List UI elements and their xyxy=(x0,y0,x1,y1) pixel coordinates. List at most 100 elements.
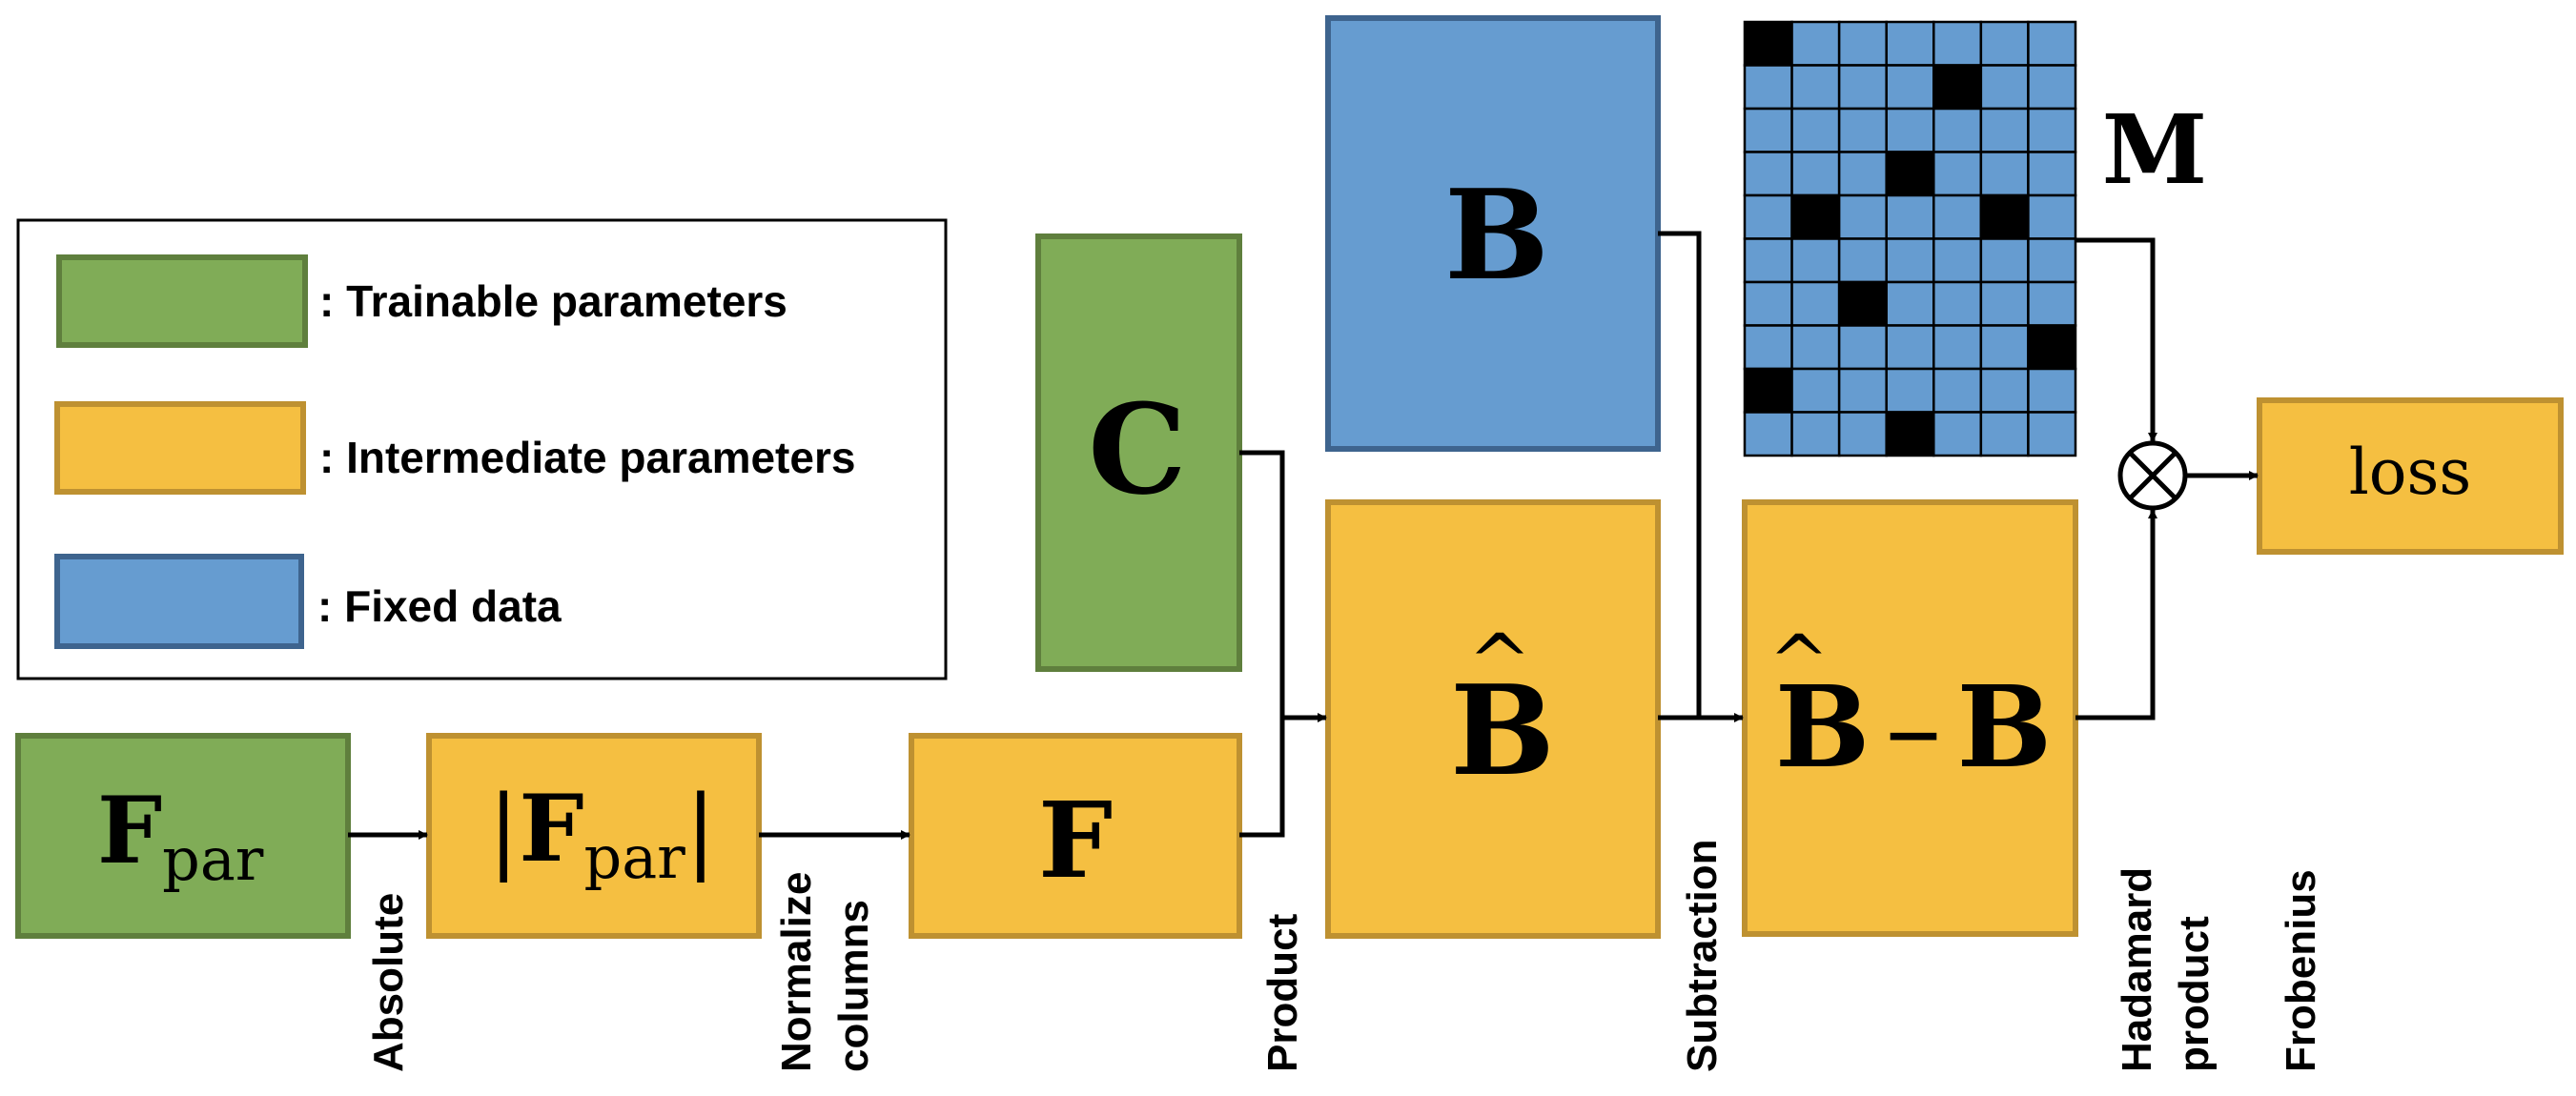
loss-label: loss xyxy=(2349,436,2472,509)
mask-cell xyxy=(1979,64,2030,111)
mask-cell xyxy=(1979,20,2030,67)
mask-cell xyxy=(1743,280,1793,327)
mask-cell xyxy=(2027,411,2077,457)
connector-c-to-product xyxy=(1239,450,1285,718)
op-label-normalize: Normalize xyxy=(773,872,820,1072)
mask-cell xyxy=(1743,151,1793,197)
mask-cell xyxy=(1743,411,1793,457)
mask-cell xyxy=(1743,324,1793,371)
mask-cell xyxy=(1932,193,1983,240)
bhat-label: B xyxy=(1450,658,1555,803)
f-label: F xyxy=(1038,779,1113,902)
mask-cell xyxy=(1932,324,1983,371)
legend-swatch-intermediate xyxy=(54,401,306,495)
mask-cell xyxy=(1885,20,1935,67)
mask-cell xyxy=(2027,367,2077,414)
op-label-product: Product xyxy=(1259,913,1306,1072)
loss-block xyxy=(2257,397,2564,555)
mask-cell xyxy=(1743,237,1793,284)
mask-cell xyxy=(1790,237,1841,284)
legend-label-fixed: : Fixed data xyxy=(317,581,562,631)
f-block xyxy=(909,733,1242,939)
mask-cell xyxy=(1790,20,1841,67)
mask-cell xyxy=(1743,64,1793,111)
mask-cell xyxy=(1979,280,2030,327)
mask-cell xyxy=(1979,411,2030,457)
b-block xyxy=(1325,15,1661,452)
mask-cell xyxy=(1932,280,1983,327)
mask-cell xyxy=(1932,367,1983,414)
mask-cell xyxy=(1790,64,1841,111)
mask-cell xyxy=(1932,20,1983,67)
legend-label-trainable: : Trainable parameters xyxy=(319,276,787,326)
legend-label-intermediate: : Intermediate parameters xyxy=(319,433,855,482)
mask-cell xyxy=(1932,411,1983,457)
mask-cell xyxy=(1885,107,1935,153)
diff-block xyxy=(1742,499,2078,937)
diff-hat-glyph: ^ xyxy=(1768,619,1830,703)
mask-cell xyxy=(1932,237,1983,284)
mask-cell xyxy=(1932,151,1983,197)
mask-cell xyxy=(1837,64,1888,111)
mask-cell xyxy=(2027,20,2077,67)
arrow-diff-to-hadamard xyxy=(2075,509,2157,721)
mask-cell xyxy=(1885,367,1935,414)
op-label-columns: columns xyxy=(830,900,877,1072)
diff-label: B–B xyxy=(1775,660,2053,793)
mask-cell xyxy=(1790,367,1841,414)
mask-cell xyxy=(1743,107,1793,153)
mask-cell xyxy=(1837,237,1888,284)
mask-cell xyxy=(1837,151,1888,197)
legend-swatch-trainable xyxy=(56,254,308,348)
mask-cell-masked xyxy=(1885,411,1935,457)
abs-fpar-label: |Fpar| xyxy=(488,775,716,892)
hadamard-cross-2 xyxy=(2128,451,2177,500)
op-label-frobenius: Frobenius xyxy=(2278,869,2324,1072)
mask-cell-masked xyxy=(1743,367,1793,414)
mask-grid xyxy=(1743,20,2077,457)
m-label: M xyxy=(2102,93,2208,206)
op-label-product-2: product xyxy=(2171,916,2218,1072)
mask-cell-masked xyxy=(2027,324,2077,371)
mask-cell xyxy=(2027,107,2077,153)
mask-cell-masked xyxy=(1932,64,1983,111)
mask-cell xyxy=(1885,237,1935,284)
mask-cell xyxy=(1837,324,1888,371)
op-label-absolute: Absolute xyxy=(365,893,412,1072)
op-label-subtraction: Subtraction xyxy=(1679,840,1726,1072)
mask-cell xyxy=(2027,193,2077,240)
mask-cell-masked xyxy=(1979,193,2030,240)
mask-cell xyxy=(2027,64,2077,111)
op-label-hadamard: Hadamard xyxy=(2114,867,2160,1072)
legend-swatch-fixed xyxy=(54,554,304,649)
mask-cell xyxy=(1979,324,2030,371)
mask-cell xyxy=(1885,324,1935,371)
mask-cell xyxy=(1837,411,1888,457)
mask-cell-masked xyxy=(1743,20,1793,67)
mask-cell xyxy=(1790,324,1841,371)
mask-cell xyxy=(1979,151,2030,197)
mask-cell xyxy=(1790,411,1841,457)
mask-cell xyxy=(1837,193,1888,240)
mask-cell xyxy=(1885,193,1935,240)
mask-cell xyxy=(1837,107,1888,153)
mask-cell xyxy=(1932,107,1983,153)
mask-cell xyxy=(2027,280,2077,327)
mask-cell xyxy=(1790,151,1841,197)
mask-cell xyxy=(1979,367,2030,414)
mask-cell xyxy=(1979,107,2030,153)
mask-cell xyxy=(1885,280,1935,327)
mask-cell xyxy=(2027,151,2077,197)
mask-cell xyxy=(1743,193,1793,240)
bhat-hat-glyph: ^ xyxy=(1467,618,1531,706)
connector-f-to-product xyxy=(1239,718,1285,838)
c-label: C xyxy=(1088,376,1186,522)
mask-cell xyxy=(1885,64,1935,111)
connector-b-to-subtraction xyxy=(1658,231,1702,718)
mask-cell xyxy=(1837,20,1888,67)
mask-cell-masked xyxy=(1885,151,1935,197)
mask-cell-masked xyxy=(1837,280,1888,327)
mask-cell xyxy=(2027,237,2077,284)
mask-cell xyxy=(1790,280,1841,327)
